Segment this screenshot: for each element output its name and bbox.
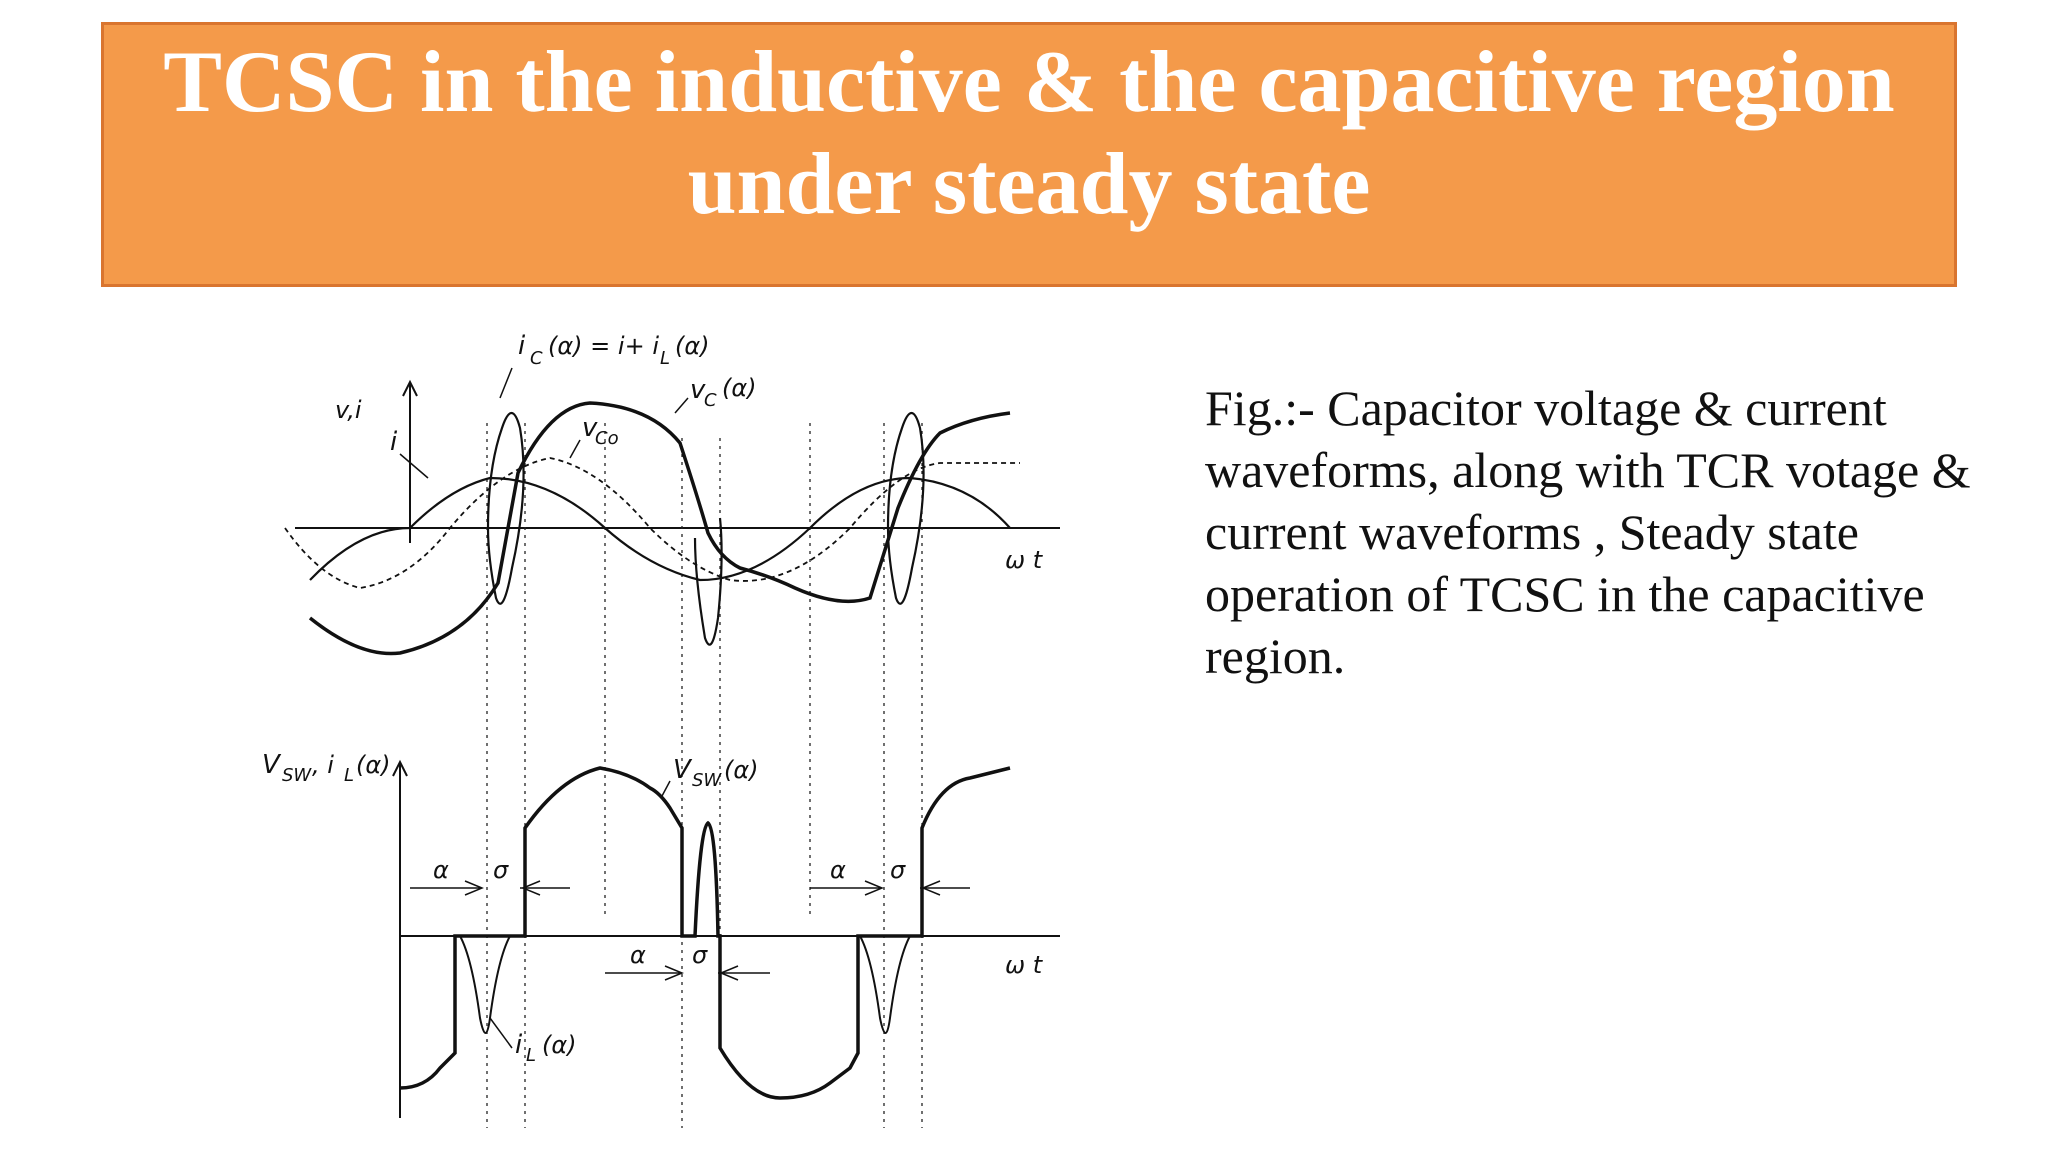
svg-text:v: v: [582, 413, 598, 443]
line-ic-spike-1: [486, 411, 525, 605]
line-ic-spike-2: [693, 517, 723, 646]
bottom-plot: α σ α σ α: [262, 750, 1060, 1118]
line-il-loop-2: [858, 935, 912, 1034]
svg-text:v: v: [690, 375, 706, 405]
svg-text:V: V: [262, 750, 282, 780]
svg-text:i: i: [518, 331, 526, 361]
dimension-sigma-1: σ: [493, 856, 570, 896]
caption-line-5: region.: [1205, 628, 1346, 684]
svg-text:σ: σ: [890, 856, 906, 884]
svg-text:α: α: [830, 856, 846, 884]
label-bottom-ylabel: V SW , i L (α): [262, 750, 391, 786]
line-il-loop-1: [458, 935, 512, 1034]
svg-text:SW: SW: [692, 770, 722, 791]
top-y-arrow: [402, 379, 418, 397]
line-current-i: [309, 476, 1011, 582]
top-plot: v,i ω t i i C (α) = i+ i L (α) v C (α) v: [284, 331, 1060, 1128]
label-ic-alpha: i C (α) = i+ i L (α): [499, 331, 710, 399]
svg-text:(α): (α): [675, 332, 710, 360]
figure-caption: Fig.:- Capacitor voltage & current wavef…: [1205, 377, 2025, 687]
slide-title-line-2: under steady state: [687, 136, 1371, 233]
dimension-sigma-2: σ: [692, 941, 770, 981]
svg-text:C: C: [530, 348, 543, 369]
caption-line-4: operation of TCSC in the capacitive: [1205, 566, 1925, 622]
svg-text:(α): (α): [724, 756, 759, 784]
svg-text:σ: σ: [493, 856, 509, 884]
svg-text:(α) = i+ i: (α) = i+ i: [548, 332, 659, 360]
top-guide-lines: [486, 423, 923, 1128]
line-vc: [308, 401, 1011, 656]
tcsc-waveform-figure: v,i ω t i i C (α) = i+ i L (α) v C (α) v: [250, 318, 1100, 1138]
line-vco: [284, 457, 1020, 589]
svg-text:α: α: [433, 856, 449, 884]
svg-text:L: L: [660, 348, 670, 369]
waveform-diagram: v,i ω t i i C (α) = i+ i L (α) v C (α) v: [262, 331, 1060, 1128]
caption-line-2: waveforms, along with TCR votage &: [1205, 442, 1971, 498]
svg-text:i: i: [515, 1030, 523, 1060]
svg-text:C: C: [704, 390, 717, 411]
svg-text:, i: , i: [312, 751, 334, 779]
svg-text:σ: σ: [692, 941, 708, 969]
svg-text:L: L: [344, 765, 354, 786]
label-i: i: [390, 427, 398, 457]
bottom-y-arrow: [392, 759, 408, 777]
label-vc-alpha: v C (α): [674, 374, 757, 414]
svg-text:V: V: [673, 755, 693, 785]
svg-text:Co: Co: [595, 428, 619, 449]
dimension-alpha-2: α: [605, 941, 684, 981]
dimension-alpha-3: α: [810, 856, 884, 896]
label-i-leader: [399, 453, 429, 479]
label-omega-t-top: ω t: [1005, 546, 1044, 574]
line-ic-spike-3: [886, 411, 925, 605]
title-banner: TCSC in the inductive & the capacitive r…: [101, 22, 1957, 287]
dimension-alpha-1: α: [410, 856, 484, 896]
line-vsw: [399, 766, 1011, 1100]
svg-text:(α): (α): [356, 751, 391, 779]
label-vi: v,i: [335, 396, 362, 424]
svg-text:SW: SW: [282, 765, 312, 786]
label-vsw-alpha: V SW (α): [661, 755, 759, 797]
caption-line-1: Fig.:- Capacitor voltage & current: [1205, 380, 1887, 436]
svg-text:(α): (α): [542, 1031, 577, 1059]
dimension-sigma-3: σ: [890, 856, 970, 896]
svg-text:L: L: [526, 1045, 536, 1066]
slide-title-line-1: TCSC in the inductive & the capacitive r…: [163, 34, 1895, 131]
svg-text:α: α: [630, 941, 646, 969]
svg-text:(α): (α): [722, 374, 757, 402]
label-omega-t-bottom: ω t: [1005, 951, 1044, 979]
caption-line-3: current waveforms , Steady state: [1205, 504, 1859, 560]
label-vco: v Co: [569, 413, 619, 459]
label-il-alpha: i L (α): [489, 1017, 577, 1066]
